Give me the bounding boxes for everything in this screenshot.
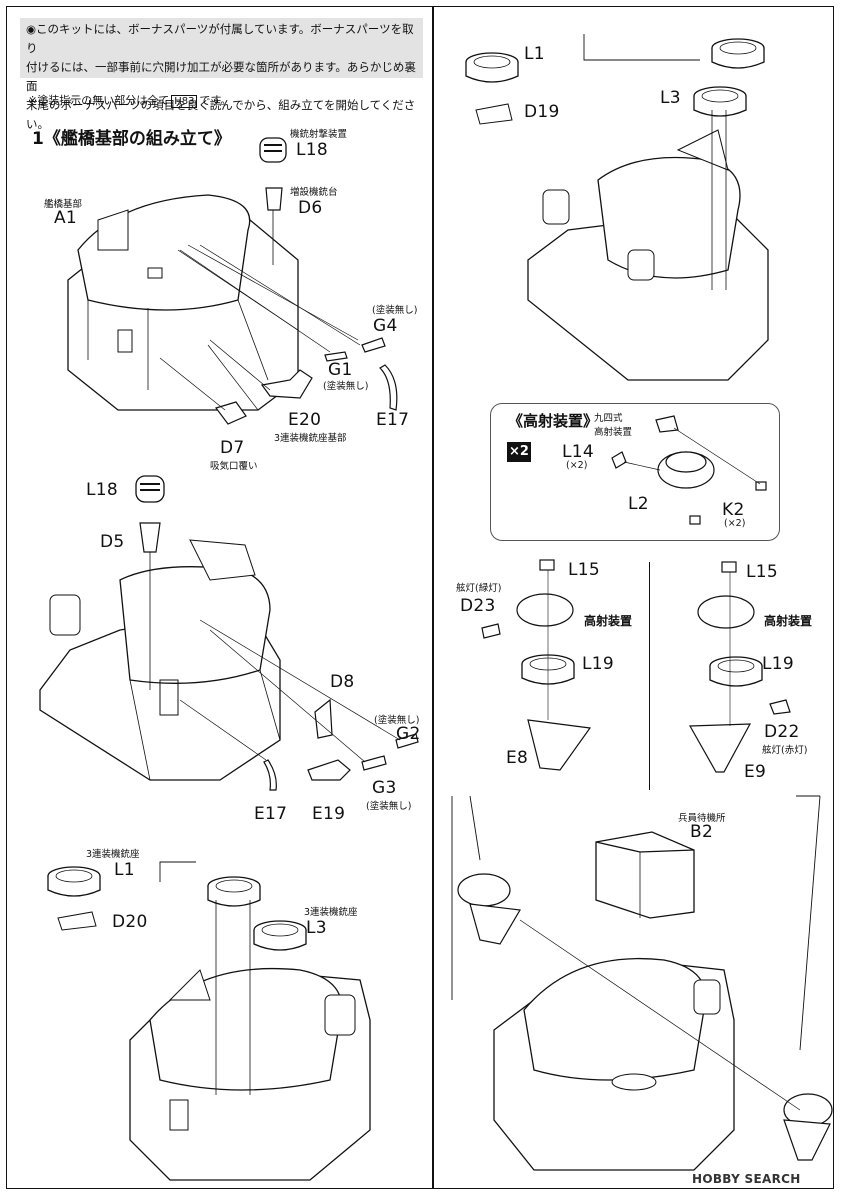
kyuki-label: 吸気口覆い xyxy=(210,461,258,472)
part-E8-label: E8 xyxy=(506,748,529,768)
center-divider xyxy=(432,6,434,1189)
part-L19-label: L19 xyxy=(762,654,795,674)
notice-line: ◉このキットには、ボーナスパーツが付属しています。ボーナスパーツを取り xyxy=(26,22,414,55)
times2-label: (×2) xyxy=(724,518,746,529)
zousetsu-label: 増設機銃台 xyxy=(290,187,338,198)
right-section-divider xyxy=(649,562,650,790)
bonus-parts-notice: ◉このキットには、ボーナスパーツが付属しています。ボーナスパーツを取り 付けるに… xyxy=(20,18,423,131)
bridge-base-drawing-2 xyxy=(39,539,281,781)
rensou-za-label: 3連装機銃座 xyxy=(304,907,358,918)
page-border xyxy=(6,6,834,1189)
part-D23-label: D23 xyxy=(460,596,496,616)
aa-assembly-left xyxy=(481,559,592,771)
parts-L1-L3-drums-right xyxy=(465,38,765,290)
part-E17-label: E17 xyxy=(254,804,288,824)
parts-L1-L3-drums-left xyxy=(47,866,307,1095)
part-L3-label: L3 xyxy=(306,918,327,938)
part-L18-label: L18 xyxy=(296,140,329,160)
kousha-label: 高射装置 xyxy=(584,614,633,628)
paint-note-prefix: ※塗装指示の無い部分は全て xyxy=(28,94,170,107)
notice-line: 付けるには、一部事前に穴開け加工が必要な箇所があります。あらかじめ裏面 xyxy=(26,60,416,93)
part-D22-label: D22 xyxy=(764,722,800,742)
part-B2-shelter xyxy=(595,831,695,919)
part-L18-label: L18 xyxy=(86,480,119,500)
no-paint-label: (塗装無し) xyxy=(323,381,369,392)
times-two-badge: ×2 xyxy=(507,442,531,462)
part-E9-label: E9 xyxy=(744,762,767,782)
step-1-title: 1《艦橋基部の組み立て》 xyxy=(32,129,231,149)
rensou-za-label: 3連装機銃座 xyxy=(86,849,140,860)
kikyo-kibu-label: 艦橋基部 xyxy=(44,199,83,210)
kousha-label: 高射装置 xyxy=(764,614,813,628)
part-K2-label: K2 xyxy=(722,500,745,520)
part-G4-label: G4 xyxy=(373,316,398,336)
part-D7-label: D7 xyxy=(220,438,245,458)
part-L15-label: L15 xyxy=(746,562,779,582)
part-L1-label: L1 xyxy=(114,860,135,880)
heiin-label: 兵員待機所 xyxy=(678,813,726,824)
part-G1-label: G1 xyxy=(328,360,353,380)
part-L3-label: L3 xyxy=(660,88,681,108)
rensou-kibu-label: 3連装機銃座基部 xyxy=(274,433,347,444)
bridge-base-drawing-4 xyxy=(527,129,769,381)
part-L2-label: L2 xyxy=(628,494,649,514)
part-G3-label: G3 xyxy=(372,778,397,798)
kyuyon-label: 九四式 xyxy=(594,413,623,424)
part-E17-label: E17 xyxy=(376,410,410,430)
watermark: HOBBY SEARCH xyxy=(692,1172,801,1186)
aa-director-parts xyxy=(611,415,767,525)
no-paint-label: (塗装無し) xyxy=(372,305,418,316)
part-E19-label: E19 xyxy=(312,804,346,824)
paint-code: H83 xyxy=(171,95,198,108)
part-D20-label: D20 xyxy=(112,912,148,932)
aa-director-mounted xyxy=(457,873,833,1161)
no-paint-label: (塗装無し) xyxy=(366,801,412,812)
part-L18-top xyxy=(259,137,287,265)
gentou-red-label: 舷灯(赤灯) xyxy=(762,745,808,756)
part-D5-label: D5 xyxy=(100,532,125,552)
part-A1-label: A1 xyxy=(54,208,78,228)
part-G2-label: G2 xyxy=(396,724,421,744)
bridge-base-drawing-1 xyxy=(67,194,359,411)
callout-lines xyxy=(159,34,821,1051)
bridge-base-drawing-5 xyxy=(493,957,735,1171)
part-L19-label: L19 xyxy=(582,654,615,674)
parts-G-E xyxy=(159,244,398,425)
part-L18-D5-mid xyxy=(135,475,165,690)
part-D8-label: D8 xyxy=(330,672,355,692)
no-paint-label: (塗装無し) xyxy=(374,715,420,726)
notice-line: 末尾のボーナスパーツの項目を良く読んでから、組み立てを開始してください。 xyxy=(26,98,416,131)
parts-D8-G2-G3-E19-E17 xyxy=(179,619,419,791)
gentou-green-label: 舷灯(緑灯) xyxy=(456,583,502,594)
kousha-sub-label: 高射装置 xyxy=(594,427,633,438)
part-B2-label: B2 xyxy=(690,822,714,842)
part-L15-label: L15 xyxy=(568,560,601,580)
aa-assembly-right xyxy=(688,561,791,773)
times2-label: (×2) xyxy=(566,460,588,471)
part-D6-label: D6 xyxy=(298,198,323,218)
part-E20-label: E20 xyxy=(288,410,322,430)
paint-note-suffix: です。 xyxy=(199,94,232,107)
part-L14-label: L14 xyxy=(562,442,595,462)
aa-director-title: 《高射装置》 xyxy=(508,412,599,430)
part-D19-label: D19 xyxy=(524,102,560,122)
aa-director-box xyxy=(490,403,780,541)
kiju-shageki-label: 機銃射撃装置 xyxy=(290,129,348,140)
part-L1-label: L1 xyxy=(524,44,545,64)
